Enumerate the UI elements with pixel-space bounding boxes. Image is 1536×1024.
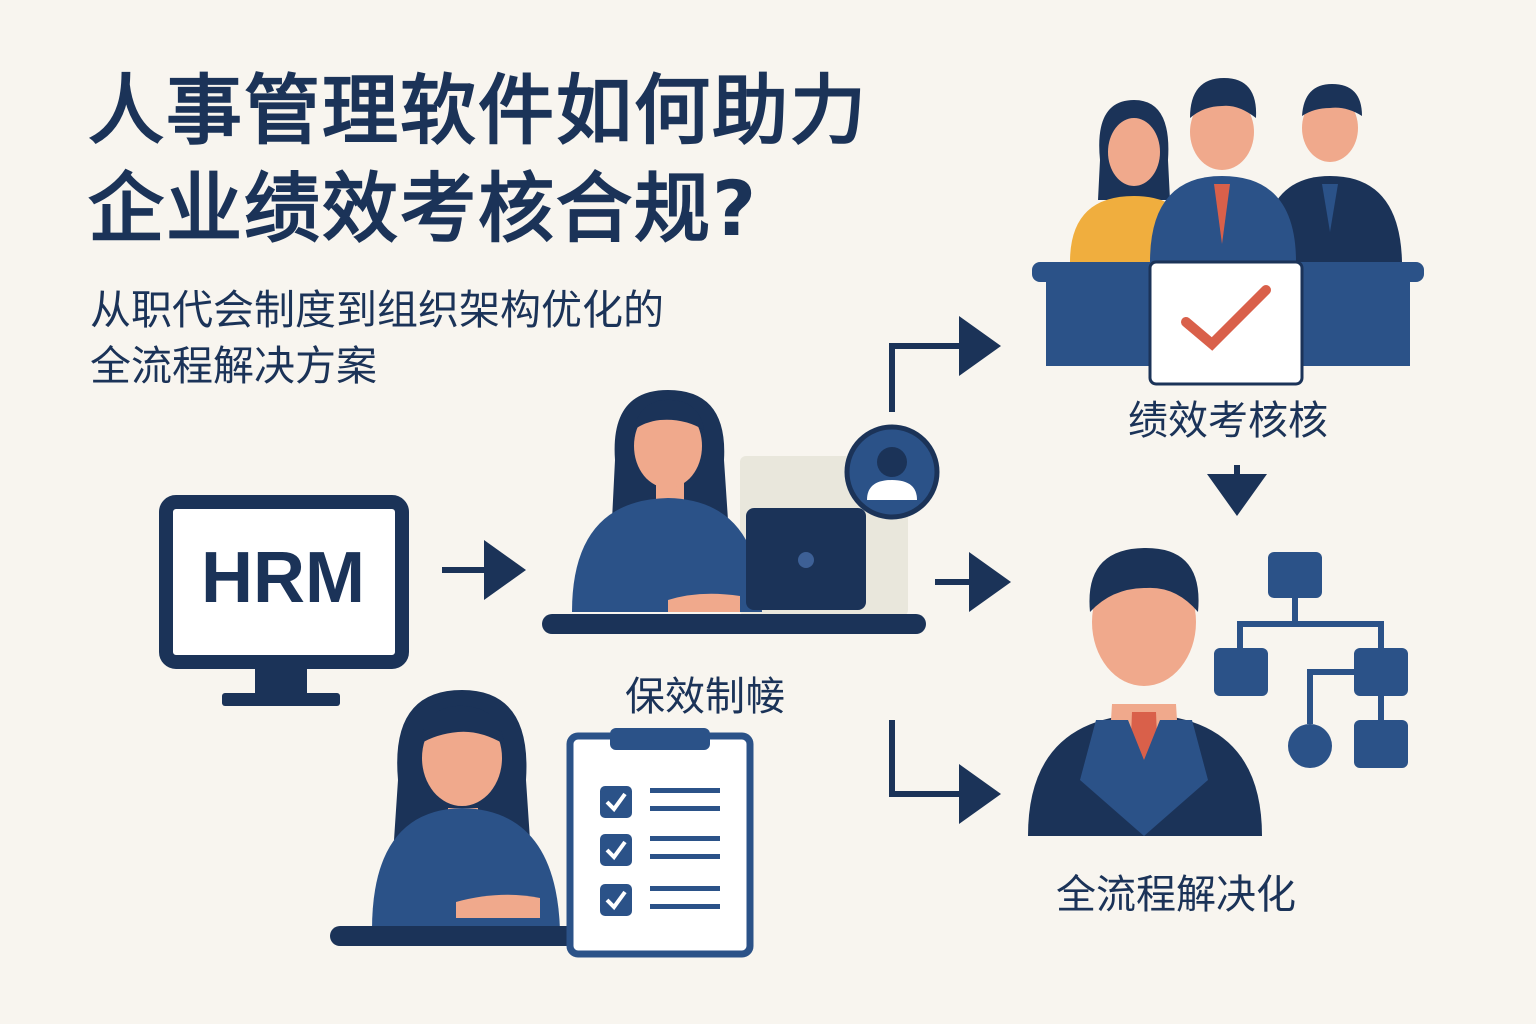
system-label: 保效制帹 (625, 674, 785, 720)
committee-panel-icon (1032, 78, 1424, 386)
subtitle-line-1: 从职代会制度到组织架构优化的 (90, 286, 664, 334)
subtitle-line-2: 全流程解决方案 (90, 342, 377, 390)
title-line-1: 人事管理软件如何助力 (88, 66, 868, 155)
woman-laptop-icon (542, 390, 926, 634)
title-line-2: 企业绩效考核合规? (88, 164, 759, 253)
arrow-to-committee (889, 316, 1001, 412)
monitor-icon: HRM (159, 495, 409, 706)
checklist-clipboard-icon (566, 728, 754, 958)
page-subtitle: 从职代会制度到组织架构优化的 全流程解决方案 (90, 282, 664, 394)
user-circle-icon (844, 424, 940, 520)
manager-icon (1028, 548, 1262, 836)
page-title: 人事管理软件如何助力 企业绩效考核合规? (88, 62, 868, 258)
flow-arrows (442, 316, 1267, 824)
assessment-label: 绩效考核核 (1128, 398, 1328, 444)
arrow-to-manager-lower (889, 720, 1001, 824)
org-chart-icon (1214, 552, 1408, 768)
solution-label: 全流程解决化 (1056, 872, 1296, 918)
hrm-text: HRM (201, 538, 365, 618)
woman-desk-icon (330, 690, 602, 946)
